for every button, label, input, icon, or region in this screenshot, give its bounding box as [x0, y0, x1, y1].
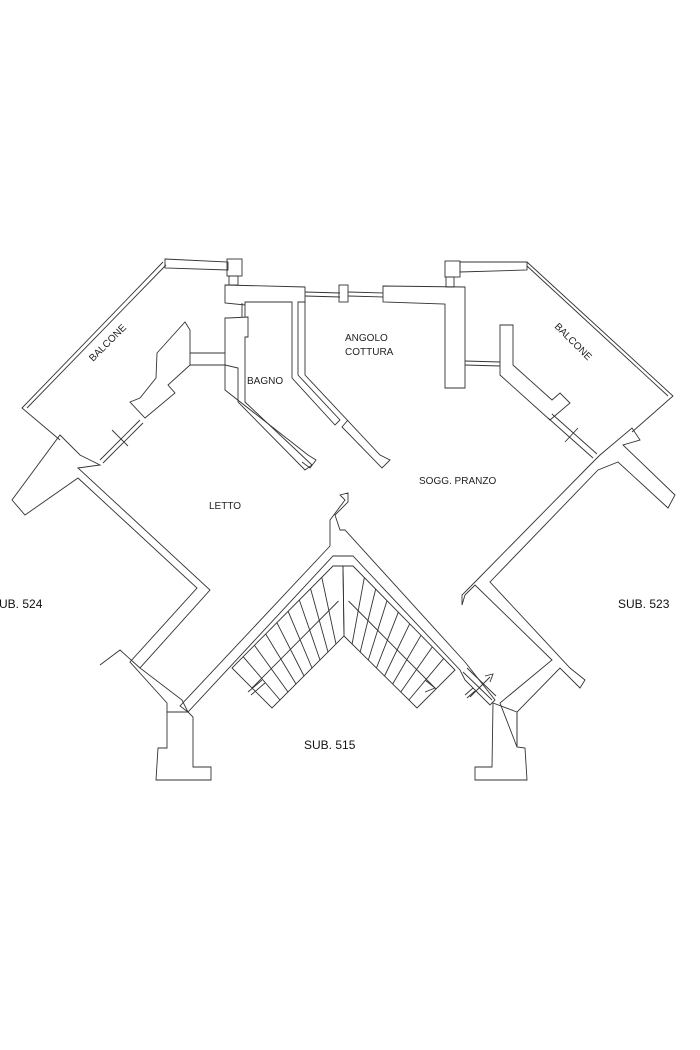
pillar: [338, 284, 349, 303]
door-mark: [464, 687, 474, 696]
wall-segment: [179, 492, 496, 713]
wall-segment: [190, 364, 317, 469]
neighbor-label-bottom: SUB. 515: [304, 738, 356, 752]
window: [347, 295, 384, 298]
wall-segment: [382, 285, 466, 389]
wall-segment: [461, 427, 676, 748]
window: [464, 360, 501, 363]
door-threshold: [466, 667, 497, 697]
door-threshold: [99, 419, 141, 461]
window: [304, 291, 341, 294]
neighbor-label-left: SUB. 524: [0, 597, 43, 611]
stair-break-mark: [250, 682, 266, 696]
pillar-bottom-left: [155, 711, 212, 781]
room-label-bagno: BAGNO: [247, 376, 283, 387]
balcony-left-railing: [21, 261, 164, 441]
entry-arrow-head: [484, 673, 494, 683]
door-mark: [111, 429, 129, 447]
entry-arrow-icon: [469, 676, 491, 698]
stair-midline: [348, 600, 437, 690]
labels: BALCONE BALCONE BAGNO ANGOLO COTTURA SOG…: [0, 321, 670, 752]
room-label-angolo: ANGOLO: [345, 333, 388, 344]
window: [304, 295, 341, 298]
wall-segment: [304, 302, 391, 469]
pillar: [444, 260, 461, 278]
staircase: [231, 565, 456, 709]
room-label-soggiorno: SOGG. PRANZO: [419, 476, 496, 487]
door-threshold: [547, 417, 594, 459]
wall-segment: [499, 324, 571, 421]
door-threshold: [102, 422, 144, 464]
stair-flight-left: [231, 565, 345, 709]
wall-segment: [129, 321, 191, 419]
pillar: [445, 276, 455, 288]
stair-midline: [251, 600, 339, 689]
door-mark: [466, 690, 476, 699]
room-label-letto: LETTO: [209, 501, 241, 512]
pillar: [228, 275, 239, 286]
door-threshold: [551, 413, 598, 455]
window: [464, 364, 501, 367]
wall-segment: [224, 316, 313, 471]
door-threshold: [462, 671, 493, 701]
room-label-cottura: COTTURA: [345, 347, 394, 358]
neighbor-label-right: SUB. 523: [618, 597, 670, 611]
window: [347, 291, 384, 294]
pillar: [226, 258, 243, 277]
wall-segment: [164, 258, 229, 271]
room-label-balcone-right: BALCONE: [552, 321, 594, 363]
stair-flight-right: [342, 565, 456, 709]
pillar-bottom-right: [474, 702, 528, 781]
door-mark: [564, 427, 579, 443]
entrance-door[interactable]: [462, 667, 497, 701]
wall-segment: [459, 261, 528, 273]
wall-segment: [99, 649, 141, 669]
room-label-balcone-left: BALCONE: [87, 322, 129, 364]
balcony-left-railing-inner: [26, 264, 167, 409]
walls: [11, 258, 676, 748]
wall-segment: [11, 434, 211, 713]
stair-break-mark: [247, 679, 263, 693]
balcony-right-railing-inner: [526, 265, 669, 397]
balcony-right-railing: [526, 261, 674, 433]
